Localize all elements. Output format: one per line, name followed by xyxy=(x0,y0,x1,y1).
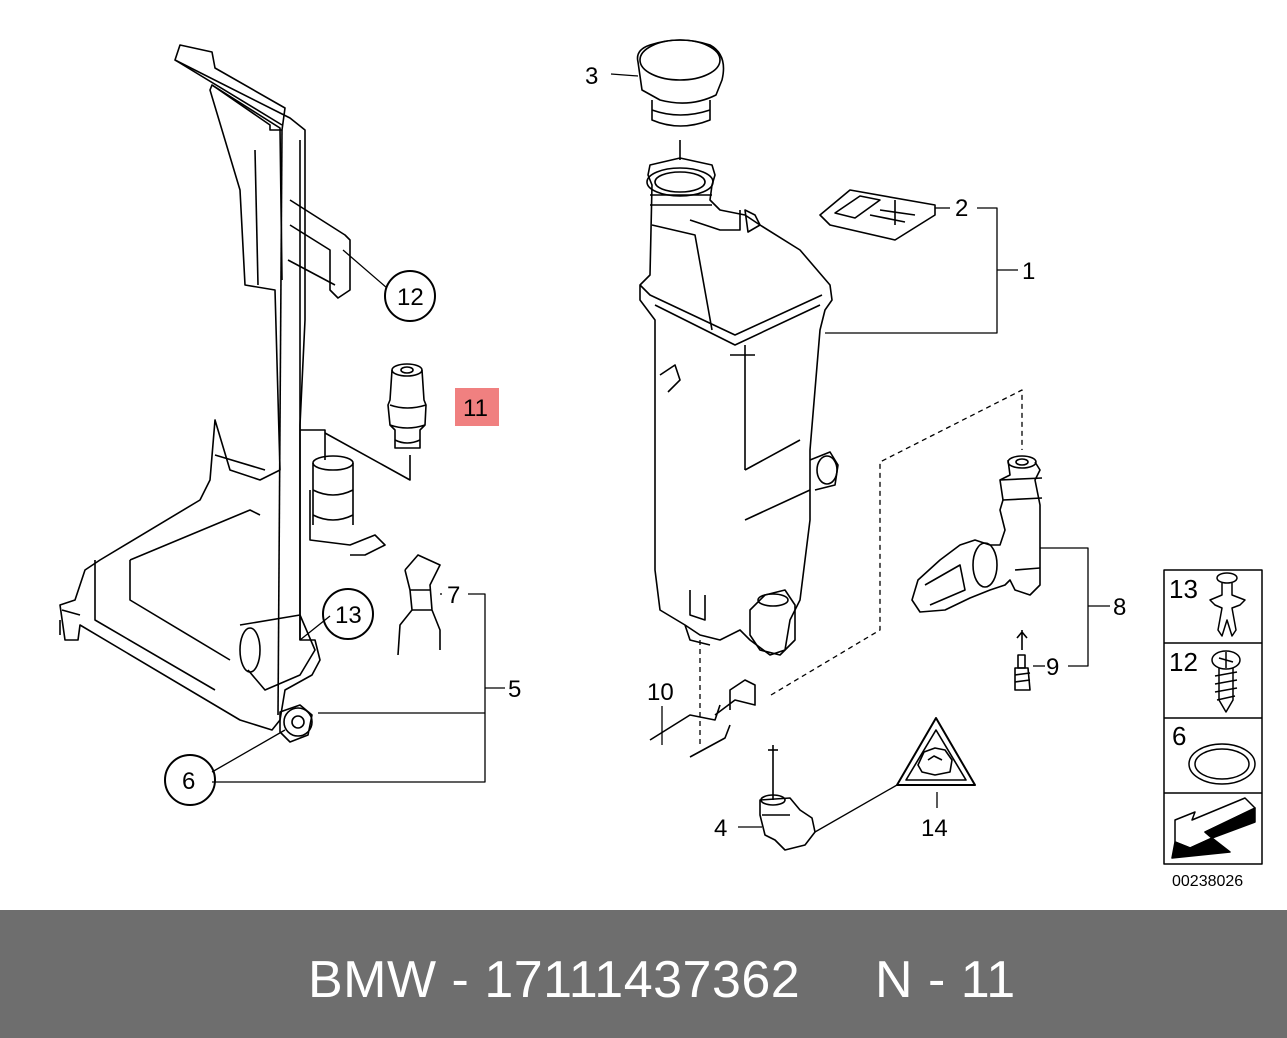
callout-14: 14 xyxy=(921,815,948,842)
legend-box xyxy=(1163,569,1263,865)
legend-o-ring-icon xyxy=(1188,743,1256,785)
legend-rivet-icon xyxy=(1209,572,1246,637)
part-3-cap-drawing xyxy=(636,39,725,160)
callout-9: 9 xyxy=(1046,654,1059,681)
leader-lines xyxy=(211,73,1110,833)
part-10-clip-drawing xyxy=(649,679,756,758)
footer-separator: - xyxy=(451,951,470,1009)
footer-ref-label: N - 11 xyxy=(874,951,1016,1009)
legend-arrow-icon xyxy=(1171,797,1256,859)
leader-11 xyxy=(324,432,411,481)
part-2-label-drawing xyxy=(819,189,936,241)
legend-label-12: 12 xyxy=(1169,647,1198,677)
part-11-bushing-drawing xyxy=(387,363,427,449)
callout-2: 2 xyxy=(955,195,968,222)
part-7-clip-drawing xyxy=(397,554,441,656)
part-4-sensor-drawing xyxy=(759,745,816,851)
footer-title: BMW - 17111437362 N - 11 xyxy=(308,948,1016,1012)
part-1-expansion-tank-drawing xyxy=(639,157,839,656)
legend-label-13: 13 xyxy=(1169,574,1198,604)
parts-diagram: 3 2 1 12 11 7 13 5 6 8 9 10 4 14 13 12 6… xyxy=(59,39,1263,890)
callout-11-highlight xyxy=(455,388,499,426)
part-9-screw-drawing xyxy=(1014,630,1031,691)
callout-1: 1 xyxy=(1022,258,1035,285)
footer-bar: BMW - 17111437362 N - 11 xyxy=(0,910,1287,1038)
callout-circle-13 xyxy=(322,588,374,640)
image-code: 00238026 xyxy=(1172,873,1243,890)
callout-5: 5 xyxy=(508,676,521,703)
callout-12: 12 xyxy=(397,284,424,311)
legend-screw-icon xyxy=(1211,650,1241,713)
callout-labels: 3 2 1 12 11 7 13 5 6 8 9 10 4 14 xyxy=(182,63,1126,842)
callout-13: 13 xyxy=(335,602,362,629)
footer-brand: BMW xyxy=(308,951,437,1009)
legend-label-6: 6 xyxy=(1172,721,1186,751)
footer-part-number: 17111437362 xyxy=(484,951,801,1009)
callout-8: 8 xyxy=(1113,594,1126,621)
callout-circle-6 xyxy=(164,754,216,806)
callout-6: 6 xyxy=(182,768,195,795)
frame-mount-cup-drawing xyxy=(312,455,354,525)
part-14-warning-sticker-drawing xyxy=(896,717,976,786)
callout-4: 4 xyxy=(714,815,727,842)
callout-7: 7 xyxy=(447,582,460,609)
callout-circle-12 xyxy=(384,270,436,322)
callout-10: 10 xyxy=(647,679,674,706)
callout-3: 3 xyxy=(585,63,598,90)
part-8-fitting-drawing xyxy=(911,455,1043,613)
callout-11: 11 xyxy=(463,395,488,422)
radiator-frame-drawing xyxy=(59,44,386,743)
